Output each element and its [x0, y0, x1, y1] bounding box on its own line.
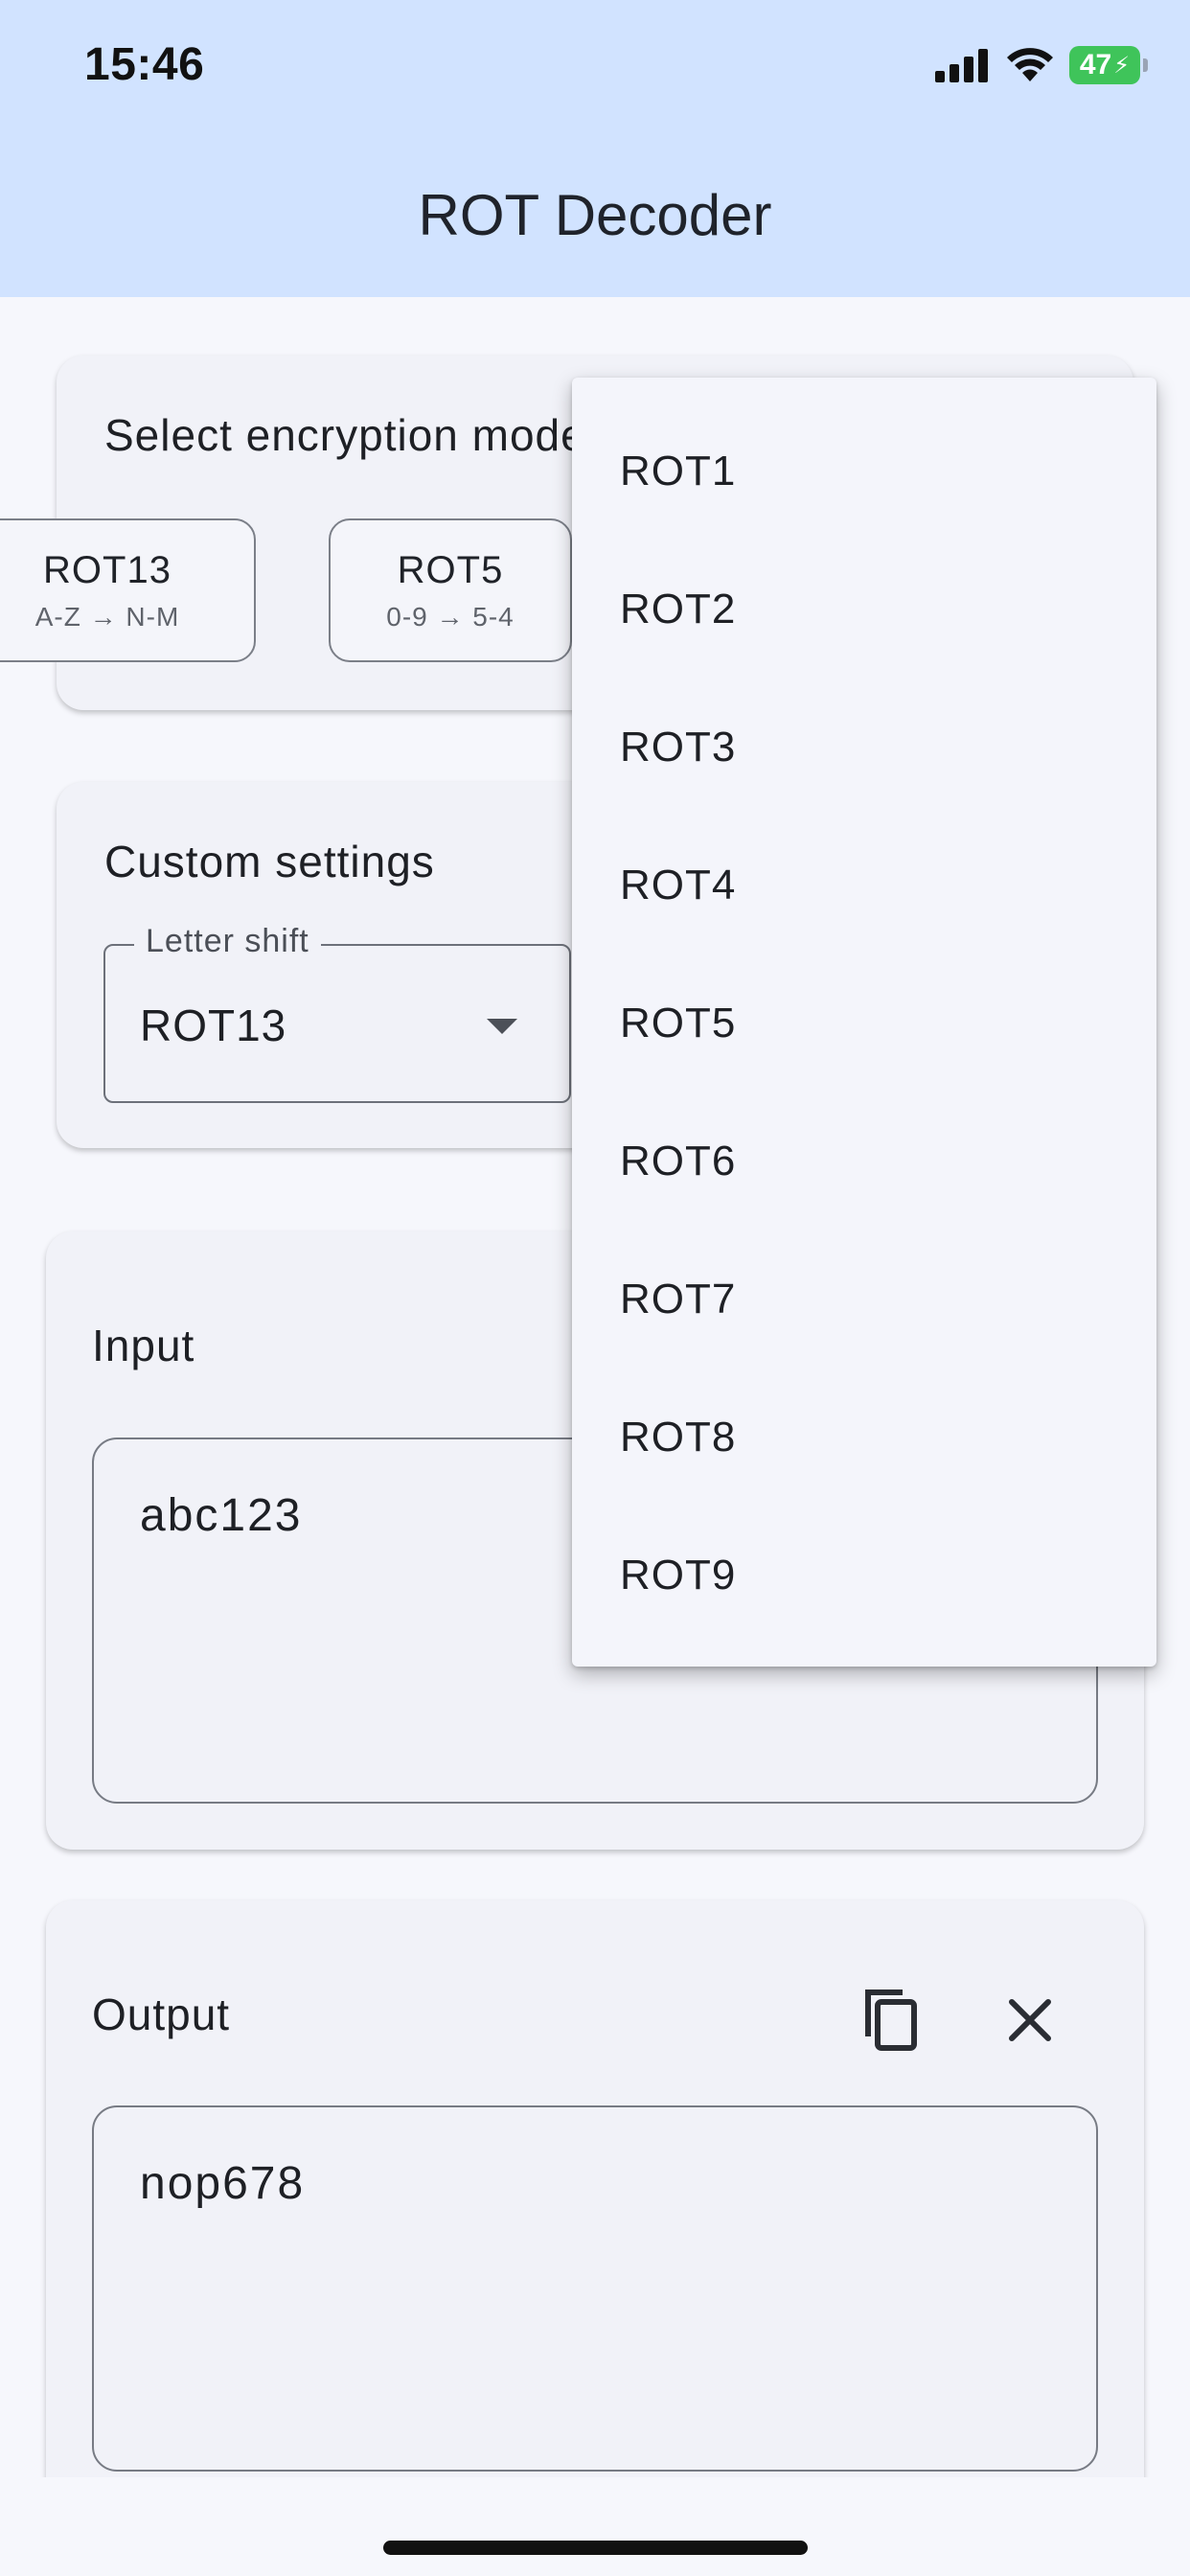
menu-item-rot2[interactable]: ROT2	[620, 586, 737, 632]
wifi-icon	[1007, 48, 1053, 81]
battery-icon: 47 ⚡	[1069, 46, 1148, 84]
bottom-safe-area	[0, 2477, 1190, 2576]
battery-level: 47	[1079, 49, 1112, 80]
app-bar: 15:46 47 ⚡ ROT Decoder	[0, 0, 1190, 297]
input-text: abc123	[140, 1490, 303, 1541]
menu-item-rot8[interactable]: ROT8	[620, 1414, 737, 1460]
custom-settings-title: Custom settings	[104, 837, 435, 886]
status-time: 15:46	[84, 39, 205, 90]
letter-shift-menu: ROT1 ROT2 ROT3 ROT4 ROT5 ROT6 ROT7 ROT8 …	[572, 378, 1156, 1667]
copy-icon[interactable]	[849, 1977, 935, 2063]
letter-shift-dropdown[interactable]: Letter shift ROT13	[103, 923, 571, 1103]
home-indicator[interactable]	[383, 2541, 808, 2555]
letter-shift-value: ROT13	[140, 1000, 287, 1050]
menu-item-rot3[interactable]: ROT3	[620, 724, 737, 770]
cellular-signal-icon	[935, 49, 988, 82]
app-title: ROT Decoder	[418, 183, 772, 247]
menu-item-rot1[interactable]: ROT1	[620, 448, 737, 494]
output-field[interactable]: nop678	[92, 2105, 1098, 2472]
mode-chip-name: ROT5	[397, 549, 504, 591]
mode-chip-rot13[interactable]: ROT13 A-Z → N-M	[0, 518, 256, 662]
menu-item-rot5[interactable]: ROT5	[620, 1000, 737, 1046]
mode-chip-rot5[interactable]: ROT5 0-9 → 5-4	[329, 518, 572, 662]
status-icons: 47 ⚡	[935, 46, 1148, 84]
output-title: Output	[92, 1990, 231, 2039]
dropdown-arrow-icon	[487, 1019, 517, 1034]
menu-item-rot6[interactable]: ROT6	[620, 1138, 737, 1184]
output-text: nop678	[140, 2158, 306, 2209]
menu-item-rot9[interactable]: ROT9	[620, 1552, 737, 1598]
output-card: Output nop678	[46, 1900, 1144, 2576]
clear-icon[interactable]	[987, 1977, 1073, 2063]
mode-chip-subtitle: A-Z → N-M	[34, 602, 180, 632]
letter-shift-label: Letter shift	[134, 923, 321, 960]
mode-chip-name: ROT13	[43, 549, 172, 591]
mode-chip-subtitle: 0-9 → 5-4	[386, 602, 515, 632]
menu-item-rot4[interactable]: ROT4	[620, 862, 737, 908]
input-title: Input	[92, 1321, 195, 1370]
encryption-mode-title: Select encryption mode	[104, 410, 586, 460]
menu-item-rot7[interactable]: ROT7	[620, 1276, 737, 1322]
